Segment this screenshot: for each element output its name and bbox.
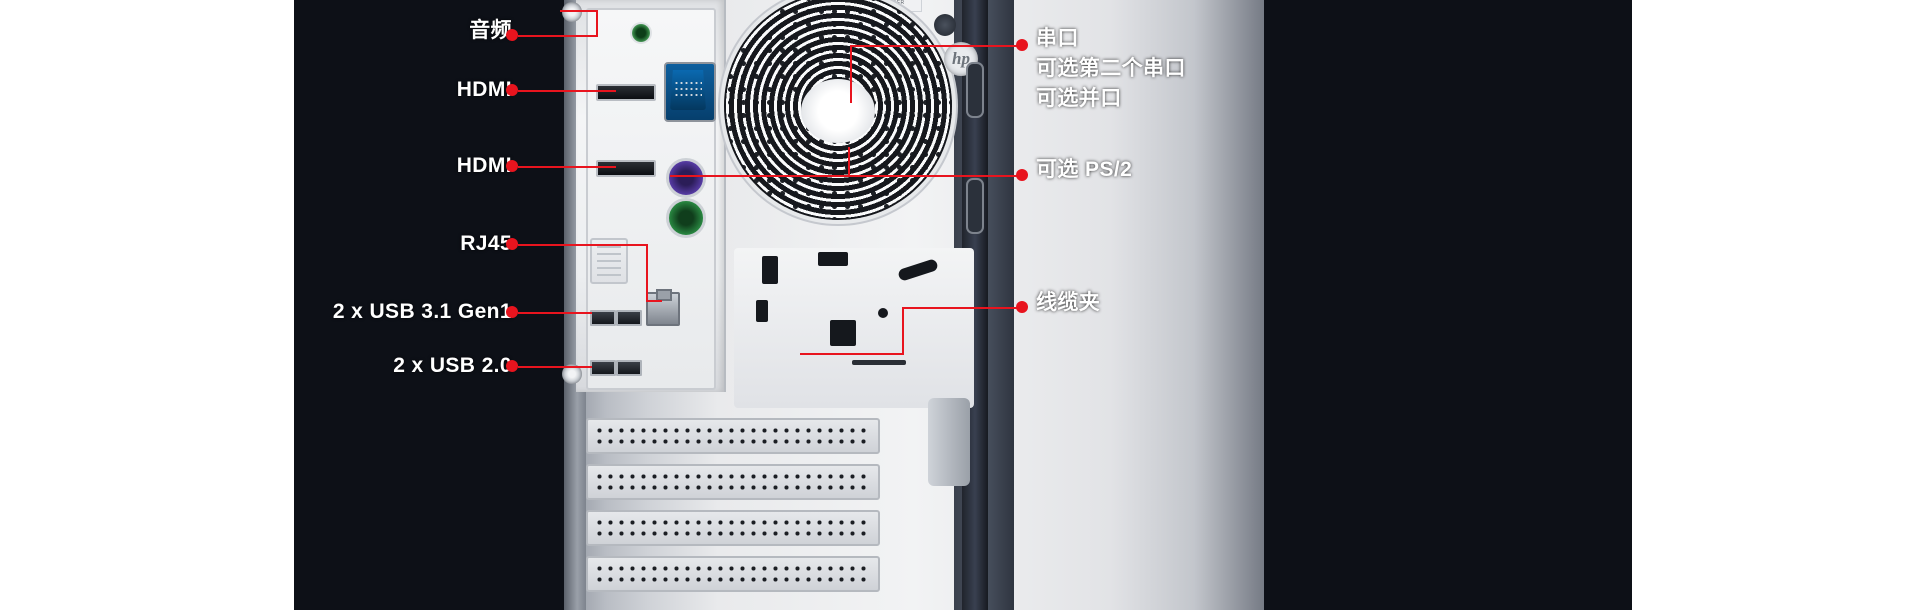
- hdmi-port-2: [596, 160, 656, 177]
- chassis-knob: [934, 14, 956, 36]
- rj45-ethernet-port: [646, 289, 680, 326]
- label-usb-31-gen1: 2 x USB 3.1 Gen1: [332, 300, 512, 323]
- plate-hole-3: [756, 300, 768, 322]
- fan-grille: [724, 0, 952, 220]
- expansion-slot-3: [586, 510, 880, 546]
- leader-line-serial: [850, 45, 1022, 47]
- thumbscrew-bottom: [562, 364, 582, 384]
- leader-line-hdmi-1: [518, 90, 616, 92]
- leader-line-cableclip-vert: [902, 307, 904, 355]
- leader-line-ps2-vert: [848, 147, 850, 177]
- marker-dot-cable-clip: [1016, 301, 1028, 313]
- plate-hole-2: [818, 252, 848, 266]
- plate-hole-1: [762, 256, 778, 284]
- serial-port-pins: [674, 80, 702, 98]
- leader-line-rj45-vert: [646, 244, 648, 302]
- chassis-rear-plate: [734, 248, 974, 408]
- leader-line-ps2: [670, 175, 1022, 177]
- hdmi-port-1: [596, 84, 656, 101]
- label-optional-parallel: 可选并口: [1036, 87, 1122, 110]
- ps2-keyboard-port: [666, 158, 706, 198]
- expansion-slot-4: [586, 556, 880, 592]
- label-optional-second-serial: 可选第二个串口: [1036, 57, 1186, 80]
- plate-hole-4: [830, 320, 856, 346]
- marker-dot-ps2: [1016, 169, 1028, 181]
- label-optional-ps2: 可选 PS/2: [1036, 158, 1133, 181]
- leader-line-serial-vert: [850, 45, 852, 103]
- leader-line-rj45: [518, 244, 648, 246]
- marker-dot-serial: [1016, 39, 1028, 51]
- marker-dot-hdmi-1: [506, 84, 518, 96]
- expansion-slot-1: [586, 418, 880, 454]
- chassis-handle: [928, 398, 970, 486]
- leader-line-hdmi-2: [518, 166, 616, 168]
- usb-20-port-2: [616, 360, 642, 376]
- thumbscrew-top: [562, 2, 582, 22]
- marker-dot-rj45: [506, 238, 518, 250]
- fan-hub: [801, 78, 875, 143]
- product-photo-plate: REGULATORY MODEL NUMBER: [294, 0, 1632, 610]
- plate-hole-5: [878, 308, 888, 318]
- label-cable-clip: 线缆夹: [1036, 291, 1101, 314]
- usb-20-port-1: [590, 360, 616, 376]
- label-usb-20: 2 x USB 2.0: [393, 354, 512, 377]
- marker-dot-usb-31: [506, 306, 518, 318]
- label-hdmi-2: HDMI: [456, 154, 512, 177]
- plate-slot: [852, 360, 906, 365]
- audio-jack-port: [632, 24, 650, 42]
- label-rj45: RJ45: [460, 232, 512, 255]
- leader-line-audio-vert: [596, 10, 598, 36]
- leader-line-cableclip-top: [902, 307, 1022, 309]
- marker-dot-audio: [506, 29, 518, 41]
- label-serial-port: 串口: [1036, 27, 1079, 50]
- usb-31-gen1-port-2: [616, 310, 642, 326]
- side-vent-1: [966, 62, 984, 118]
- marker-dot-usb-20: [506, 360, 518, 372]
- leader-line-audio: [518, 35, 598, 37]
- leader-line-rj45-end: [646, 300, 662, 302]
- expansion-slot-2: [586, 464, 880, 500]
- side-vent-2: [966, 178, 984, 234]
- leader-line-cableclip-bottom: [800, 353, 904, 355]
- leader-line-audio-top: [560, 10, 598, 12]
- cable-clip: [897, 258, 939, 282]
- leader-line-usb-31: [518, 312, 592, 314]
- label-audio: 音频: [469, 19, 512, 42]
- leader-line-usb-20: [518, 366, 592, 368]
- marker-dot-hdmi-2: [506, 160, 518, 172]
- label-hdmi-1: HDMI: [456, 78, 512, 101]
- ps2-mouse-port: [666, 198, 706, 238]
- usb-31-gen1-port-1: [590, 310, 616, 326]
